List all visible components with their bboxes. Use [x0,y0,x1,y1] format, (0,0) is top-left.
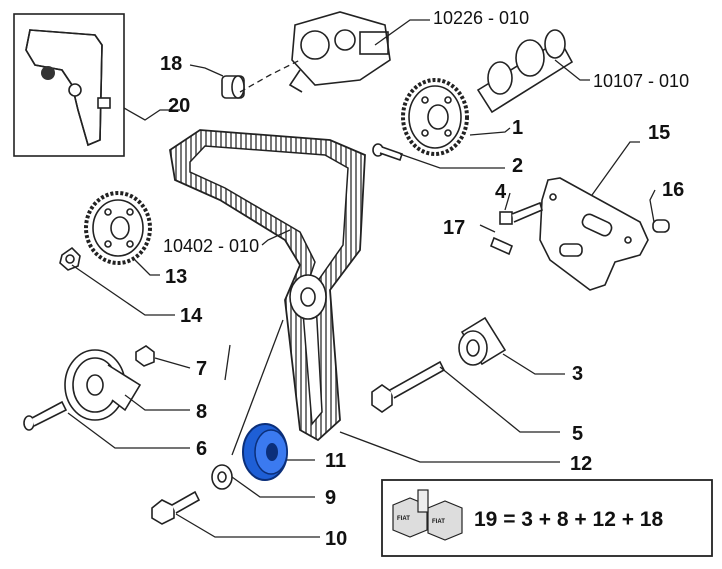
callout-3: 3 [572,363,583,385]
callout-17: 17 [443,217,465,239]
callout-11: 11 [325,450,346,472]
callout-labels: 1 2 3 4 5 6 7 8 9 10 11 12 13 14 15 16 1… [160,8,689,550]
belt-idler [289,274,327,320]
idler-18 [221,75,245,99]
bolt-4 [499,201,543,225]
callout-14: 14 [180,305,203,327]
callout-15: 15 [648,122,670,144]
ref-crankshaft: 10402 - 010 [163,236,259,256]
inset-overview [13,13,125,157]
kit-box-label-1: FIAT [397,516,410,522]
highlighted-pulley-11[interactable] [242,423,288,481]
kit-package-icon: FIAT FIAT [392,489,463,541]
cam-pulley [401,78,469,156]
callout-6: 6 [196,438,207,460]
timing-belt [169,129,366,442]
bolt-10 [151,490,201,525]
tensioner-8 [64,349,142,421]
callout-8: 8 [196,401,207,423]
bolt-2 [372,143,404,162]
washer-9 [211,464,233,490]
callout-5: 5 [572,423,583,445]
nut-7 [135,345,155,367]
callout-1: 1 [512,117,523,139]
stud-17 [489,236,514,256]
callout-10: 10 [325,528,347,550]
callout-7: 7 [196,358,207,380]
bracket-plate [539,177,649,291]
kit-box: FIAT FIAT 19 = 3 + 8 + 12 + 18 [381,479,713,557]
callout-13: 13 [165,266,187,288]
callout-9: 9 [325,487,336,509]
callout-2: 2 [512,155,523,177]
nut-14 [59,246,81,271]
leader-lines [67,19,656,538]
injection-pump [288,11,391,93]
bolt-6 [23,400,68,431]
callout-16: 16 [662,179,684,201]
roller-3 [458,316,507,366]
ref-camshaft: 10107 - 010 [593,71,689,91]
kit-box-label-2: FIAT [432,519,445,525]
callout-4: 4 [495,181,507,203]
kit-formula: 19 = 3 + 8 + 12 + 18 [474,508,663,531]
callout-20: 20 [168,95,190,117]
camshaft [476,29,574,114]
callout-18: 18 [160,53,182,75]
callout-12: 12 [570,453,592,475]
crank-pulley [84,191,152,265]
bolt-5 [371,360,446,413]
ref-injection-pump: 10226 - 010 [433,8,529,28]
pin-16 [652,219,670,233]
